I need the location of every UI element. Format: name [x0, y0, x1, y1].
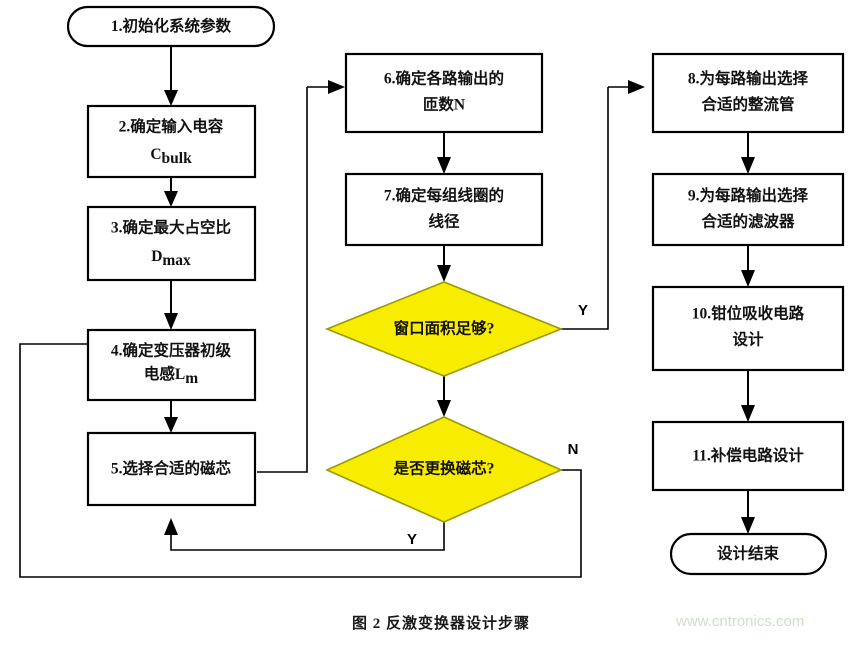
branch-label-d2-no: N	[568, 441, 579, 458]
connector-d1-yes-to-n8	[561, 80, 645, 330]
connector-n2-to-n3	[164, 177, 178, 207]
node-n6-line1: 6.确定各路输出的	[384, 69, 504, 88]
figure-caption: 图 2 反激变换器设计步骤	[352, 616, 531, 632]
connector-start-to-n2	[164, 46, 178, 106]
node-n3-main: D	[151, 248, 162, 265]
node-n8-line2: 合适的整流管	[701, 95, 794, 114]
node-n4-sub: m	[185, 370, 198, 387]
site-watermark: www.cntronics.com	[676, 613, 805, 630]
connector-n9-to-n10	[741, 245, 755, 287]
node-start[interactable]: 1.初始化系统参数	[66, 5, 276, 48]
node-n10-line2: 设计	[732, 330, 764, 349]
node-n4[interactable]: 4.确定变压器初级 电感Lm	[86, 328, 257, 402]
node-n2-line2: Cbulk	[150, 146, 192, 167]
node-n5[interactable]: 5.选择合适的磁芯	[86, 431, 257, 507]
node-n7-line1: 7.确定每组线圈的	[384, 186, 504, 205]
node-n4-line2: 电感Lm	[144, 364, 198, 387]
node-n10[interactable]: 10.钳位吸收电路 设计	[651, 285, 845, 372]
node-n3[interactable]: 3.确定最大占空比 Dmax	[86, 205, 257, 282]
connector-n8-to-n9	[741, 132, 755, 174]
node-start-label: 1.初始化系统参数	[111, 16, 232, 35]
node-n5-label: 5.选择合适的磁芯	[111, 459, 232, 478]
node-n3-line1: 3.确定最大占空比	[111, 218, 231, 237]
node-d1[interactable]: 窗口面积足够?	[324, 281, 564, 377]
node-n9[interactable]: 9.为每路输出选择 合适的滤波器	[651, 172, 845, 247]
connector-n11-to-end	[741, 490, 755, 534]
node-d2[interactable]: 是否更换磁芯?	[325, 416, 563, 523]
connector-n5-to-n6	[257, 80, 345, 473]
node-d2-label: 是否更换磁芯?	[393, 459, 495, 478]
node-n4-main: 电感L	[144, 364, 185, 383]
node-n2[interactable]: 2.确定输入电容 Cbulk	[86, 104, 257, 179]
node-n6-line2: 匝数N	[423, 95, 465, 114]
connector-n7-to-d1	[437, 245, 451, 282]
connector-d1-to-d2	[437, 376, 451, 417]
node-d1-label: 窗口面积足够?	[394, 319, 495, 338]
branch-label-d2-yes: Y	[407, 531, 417, 548]
node-n7-line2: 线径	[428, 212, 460, 231]
connector-n6-to-n7	[437, 132, 451, 174]
node-end[interactable]: 设计结束	[669, 532, 828, 576]
node-n3-sub: max	[162, 252, 191, 269]
node-n6[interactable]: 6.确定各路输出的 匝数N	[344, 52, 544, 134]
node-n11-label: 11.补偿电路设计	[692, 446, 804, 465]
connector-n10-to-n11	[741, 370, 755, 422]
node-n2-main: C	[150, 146, 161, 163]
node-n4-line1: 4.确定变压器初级	[111, 341, 232, 360]
connector-n3-to-n4	[164, 280, 178, 330]
node-n7[interactable]: 7.确定每组线圈的 线径	[344, 172, 544, 247]
node-n11[interactable]: 11.补偿电路设计	[651, 420, 845, 492]
node-n2-sub: bulk	[162, 150, 193, 167]
connector-d2-yes-to-n5	[164, 518, 445, 551]
node-n8-line1: 8.为每路输出选择	[688, 69, 809, 88]
branch-label-d1-yes: Y	[578, 302, 588, 319]
node-n3-line2: Dmax	[151, 248, 191, 269]
node-n10-line1: 10.钳位吸收电路	[692, 304, 805, 323]
connector-n4-to-n5	[164, 400, 178, 433]
node-n9-line1: 9.为每路输出选择	[688, 186, 809, 205]
node-n9-line2: 合适的滤波器	[701, 212, 795, 231]
node-n2-line1: 2.确定输入电容	[119, 117, 224, 136]
node-end-label: 设计结束	[717, 544, 780, 563]
node-n8[interactable]: 8.为每路输出选择 合适的整流管	[651, 52, 845, 134]
